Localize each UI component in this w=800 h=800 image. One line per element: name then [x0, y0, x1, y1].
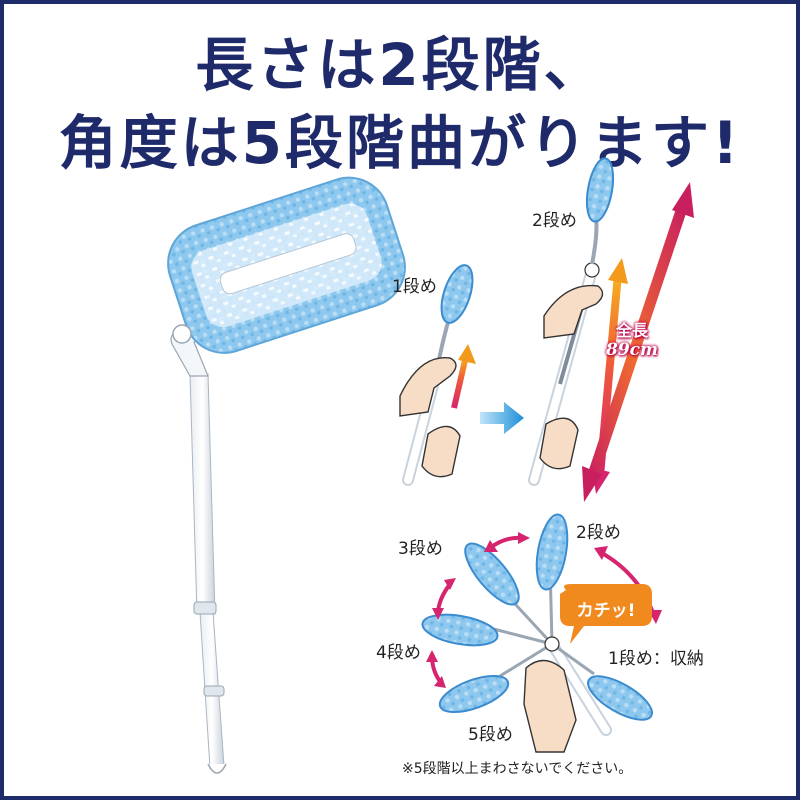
- total-length-label: 全長: [615, 321, 648, 340]
- product-duster-illustration: [167, 176, 406, 774]
- total-length-arrow: [582, 182, 694, 502]
- length-stage2-figure: [528, 157, 628, 494]
- headline-line-1: 長さは2段階、: [195, 31, 605, 99]
- caution-footnote: ※5段階以上まわさないでください。: [402, 761, 633, 777]
- angle-stage1-label: 1段め：収納: [608, 649, 704, 669]
- stage1-length-label: 1段め: [392, 277, 437, 297]
- blue-transition-arrow: [480, 402, 524, 434]
- headline-line-2: 角度は5段階曲がります!: [58, 109, 742, 177]
- length-stage1-figure: [399, 264, 476, 486]
- illustration-layer: [167, 157, 694, 774]
- angle-diagram: [421, 513, 662, 753]
- click-sound-text: カチッ!: [576, 601, 636, 621]
- total-length-value: 89cm: [606, 340, 658, 360]
- angle-stage3-label: 3段め: [398, 539, 443, 559]
- angle-stage5-label: 5段め: [468, 725, 513, 745]
- stage2-length-label: 2段め: [532, 211, 577, 231]
- click-speech-bubble: [560, 584, 652, 644]
- angle-stage2-label: 2段め: [576, 523, 621, 543]
- angle-stage4-label: 4段め: [376, 643, 421, 663]
